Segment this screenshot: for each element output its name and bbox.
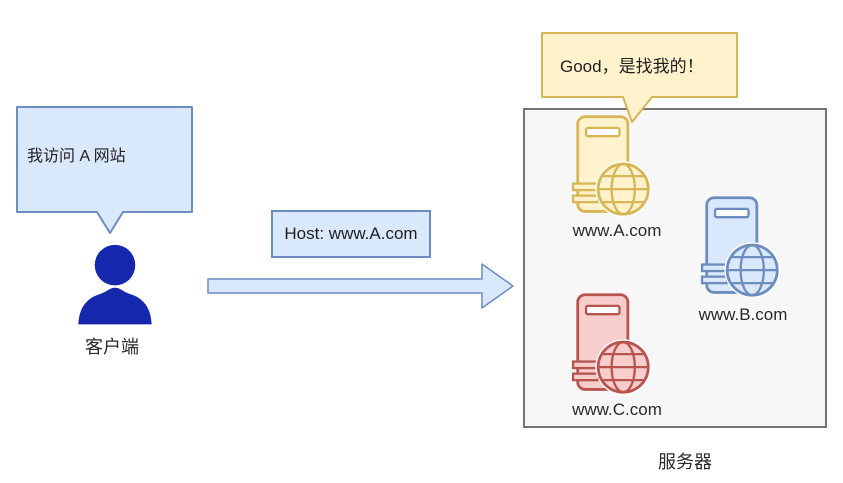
client-speech-bubble — [16, 106, 193, 234]
client-label: 客户端 — [85, 337, 139, 357]
server-group-label: 服务器 — [658, 452, 712, 472]
server-a-speech-bubble — [541, 32, 738, 123]
server-b-icon — [688, 194, 783, 298]
host-header-label: Host: www.A.com — [284, 224, 418, 243]
server-a-speech-bubble-text: Good，是找我的！ — [560, 57, 704, 76]
server-b-label: www.B.com — [698, 305, 788, 324]
host-header-box: Host: www.A.com — [271, 210, 431, 258]
request-arrow — [207, 263, 514, 309]
server-a-label: www.A.com — [572, 221, 662, 240]
server-c-icon — [559, 291, 654, 395]
server-c-label: www.C.com — [572, 400, 662, 419]
person-icon — [78, 244, 152, 325]
server-a-icon — [559, 113, 654, 217]
client-speech-bubble-text: 我访问 A 网站 — [27, 148, 126, 165]
